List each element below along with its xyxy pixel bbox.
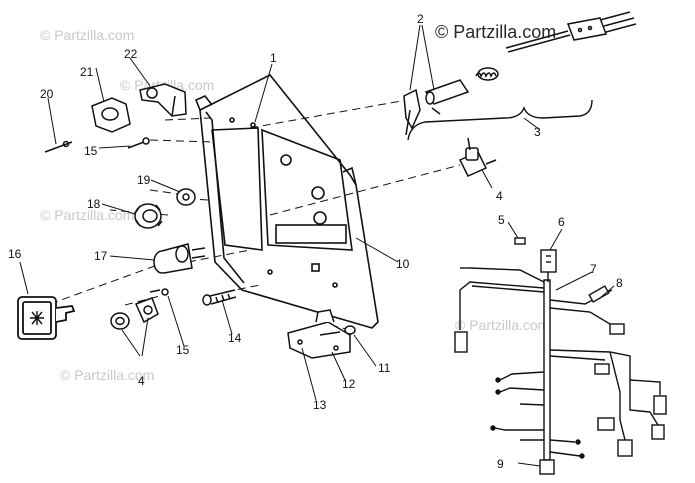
callout-11: 11 (378, 361, 391, 375)
watermark-bottom-left: © Partzilla.com (60, 367, 154, 383)
callout-5: 5 (498, 213, 505, 227)
callout-18: 18 (87, 197, 101, 211)
lock-nut (134, 203, 163, 229)
callout-16: 16 (8, 247, 22, 261)
relay-nut (344, 325, 356, 335)
switch-bracket (139, 83, 187, 117)
group-brace-3 (407, 99, 593, 141)
callout-9: 9 (497, 457, 504, 471)
watermark-top-left: © Partzilla.com (40, 27, 134, 43)
screw-lower (149, 288, 169, 296)
switch-assembly (403, 11, 637, 136)
lock-plate (91, 97, 131, 133)
screw-top (127, 137, 150, 149)
callout-19: 19 (137, 173, 151, 187)
washer (176, 188, 196, 206)
watermark-top-right: © Partzilla.com (435, 22, 556, 42)
callout-14: 14 (228, 331, 242, 345)
pin-part (44, 140, 73, 153)
ignition-key (17, 296, 76, 340)
callout-15-upper: 15 (84, 144, 98, 158)
wiring-harness (454, 237, 667, 475)
leader-lines (19, 24, 615, 467)
watermark-left: © Partzilla.com (40, 207, 134, 223)
ignition-switch (153, 243, 206, 274)
watermark-harness: © Partzilla.com (455, 317, 549, 333)
callout-13: 13 (313, 398, 327, 412)
callout-10: 10 (396, 257, 410, 271)
callout-labels: 1 2 3 4 4 5 6 7 8 9 10 11 12 13 14 15 15… (8, 12, 623, 471)
callout-21: 21 (80, 65, 94, 79)
callout-12: 12 (342, 377, 356, 391)
callout-15-lower: 15 (176, 343, 190, 357)
callout-3: 3 (534, 125, 541, 139)
callout-7: 7 (590, 262, 597, 276)
callout-22: 22 (124, 47, 138, 61)
mounting-panel (194, 73, 379, 329)
toggle-switch (458, 137, 497, 177)
callout-1: 1 (270, 51, 277, 65)
callout-2: 2 (417, 12, 424, 26)
mounting-bolt (202, 289, 237, 306)
callout-6: 6 (558, 215, 565, 229)
callout-8: 8 (616, 276, 623, 290)
callout-20: 20 (40, 87, 54, 101)
callout-4-lower: 4 (138, 374, 145, 388)
callout-4-upper: 4 (496, 189, 503, 203)
switch-bezel (110, 297, 159, 330)
callout-17: 17 (94, 249, 108, 263)
relay-bracket (287, 309, 351, 359)
